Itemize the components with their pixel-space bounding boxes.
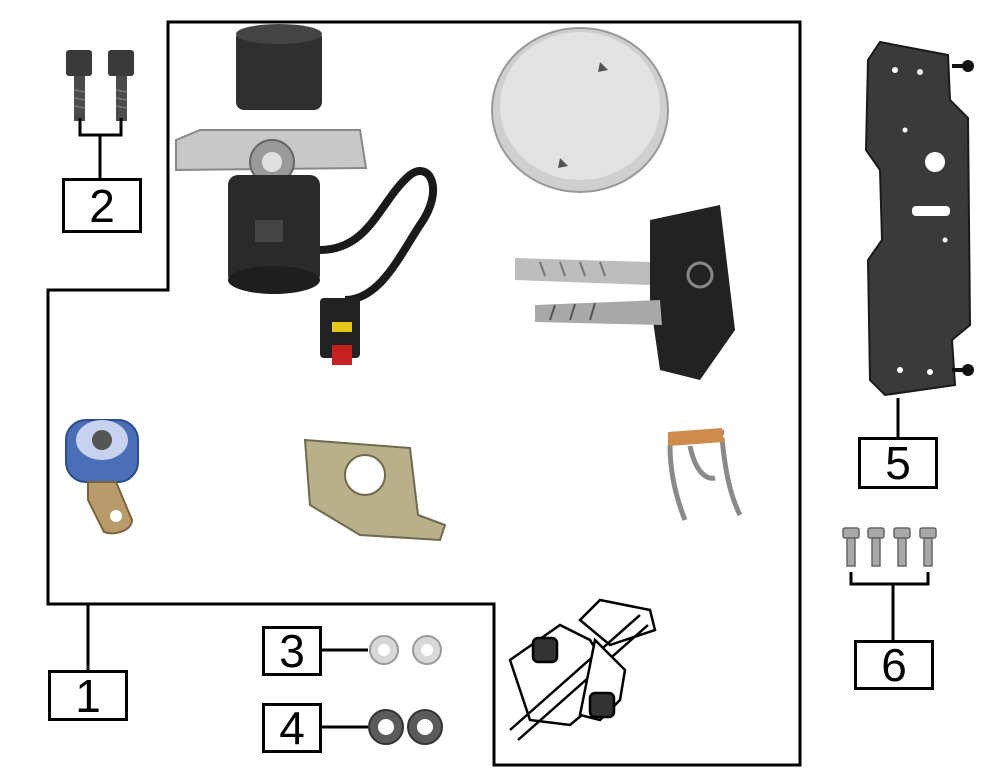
ignition-switch-icon [175, 24, 438, 365]
callout-4: 4 [262, 703, 322, 753]
leader-bracket-6 [849, 572, 930, 640]
flat-washer-pair-icon [369, 635, 442, 665]
callout-3: 3 [262, 626, 322, 676]
spring-clip-tab [668, 428, 724, 446]
callout-1: 1 [48, 670, 128, 721]
bracket-plate-icon [303, 438, 447, 542]
part-group-outline [46, 20, 802, 767]
lock-cylinder-icon [65, 419, 139, 535]
key-pair-icon [515, 205, 735, 380]
mounting-bracket-icon [864, 40, 974, 397]
cover-disc-icon [491, 27, 669, 193]
callout-2: 2 [62, 178, 142, 233]
callout-6: 6 [854, 640, 934, 690]
callout-5: 5 [858, 437, 938, 489]
flange-bolt-set-icon [842, 527, 937, 567]
lock-mechanism-drawing [508, 598, 657, 741]
leader-bracket-2 [78, 118, 123, 178]
nut-pair-icon [368, 709, 443, 745]
socket-bolt-pair-icon [66, 50, 134, 121]
